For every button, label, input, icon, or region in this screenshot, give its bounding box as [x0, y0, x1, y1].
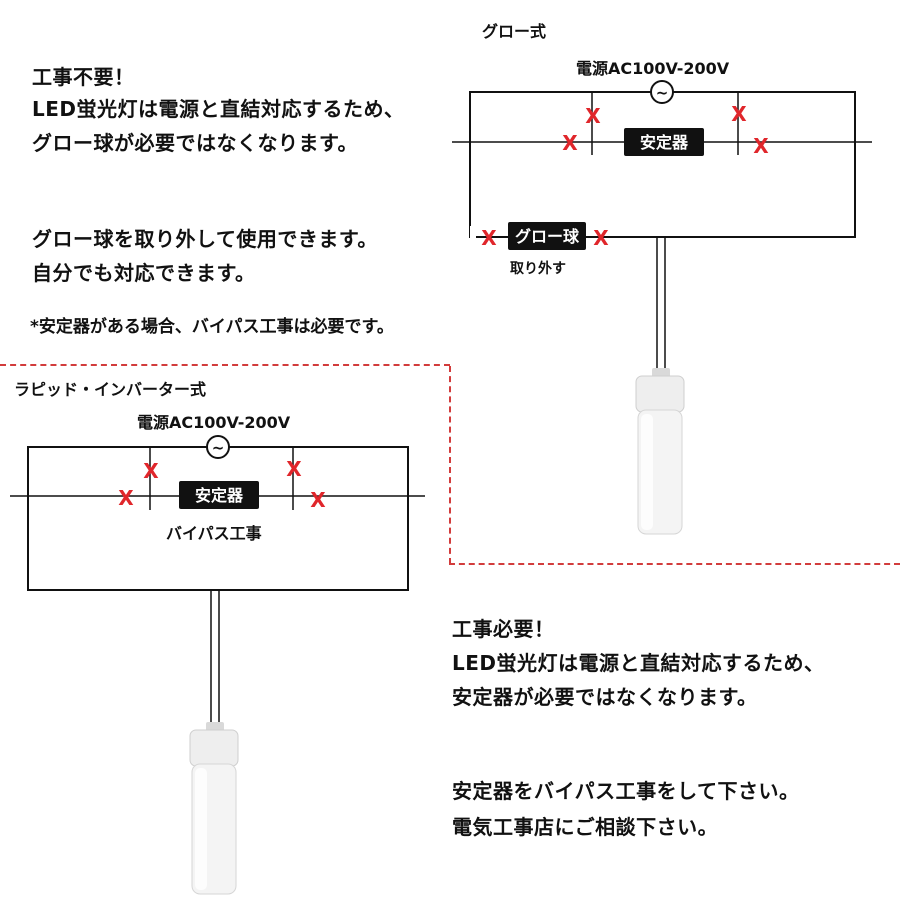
glow-ac-source-icon: [650, 80, 674, 104]
section-divider-bottom: [449, 563, 900, 565]
rapid-note-line1: 安定器をバイパス工事をして下さい。: [452, 779, 800, 803]
glow-ballast-box: [624, 128, 704, 156]
rapid-ballast-box: [179, 481, 259, 509]
glow-remove-label: 取り外す: [510, 261, 566, 277]
glow-cut-mark: X: [481, 226, 497, 250]
glow-cut-mark: X: [562, 131, 578, 155]
glow-headline: 工事不要！: [32, 65, 135, 89]
glow-cut-mark: X: [753, 134, 769, 158]
rapid-cut-mark: X: [118, 486, 134, 510]
glow-description-line2: グロー球が必要ではなくなります。: [32, 131, 358, 155]
section-divider-vertical: [449, 366, 451, 564]
rapid-circuit-frame: [27, 446, 409, 591]
glow-cut-mark: X: [731, 102, 747, 126]
glow-starter-label: グロー球: [515, 227, 580, 246]
glow-ac-symbol: ~: [656, 84, 669, 102]
rapid-led-lamp-image: [189, 722, 239, 895]
glow-cut-mark: X: [585, 104, 601, 128]
glow-footnote: *安定器がある場合、バイパス工事は必要です。: [30, 317, 394, 337]
glow-circuit-frame: [469, 91, 856, 238]
glow-description-line1: LED蛍光灯は電源と直結対応するため、: [32, 97, 405, 121]
rapid-description-line2: 安定器が必要ではなくなります。: [452, 685, 758, 709]
rapid-cut-mark: X: [143, 459, 159, 483]
rapid-bypass-label: バイパス工事: [166, 524, 262, 543]
glow-note-line1: グロー球を取り外して使用できます。: [32, 227, 378, 251]
glow-power-label: 電源AC100V-200V: [576, 59, 730, 78]
glow-ballast-label: 安定器: [640, 133, 689, 152]
section-divider-top: [0, 364, 450, 366]
glow-cut-mark: X: [593, 226, 609, 250]
rapid-ac-symbol: ~: [212, 439, 225, 457]
glow-diagram-title: グロー式: [482, 22, 547, 41]
rapid-cut-mark: X: [286, 457, 302, 481]
rapid-cut-mark: X: [310, 488, 326, 512]
rapid-note-line2: 電気工事店にご相談下さい。: [452, 815, 719, 839]
glow-starter-box: [508, 222, 586, 250]
rapid-description-line1: LED蛍光灯は電源と直結対応するため、: [452, 651, 825, 675]
rapid-power-label: 電源AC100V-200V: [137, 413, 291, 432]
rapid-ac-source-icon: [206, 435, 230, 459]
glow-note-line2: 自分でも対応できます。: [32, 261, 256, 285]
glow-led-lamp-image: [635, 368, 685, 535]
rapid-headline: 工事必要！: [452, 617, 555, 641]
rapid-diagram-title: ラピッド・インバーター式: [14, 380, 207, 399]
rapid-ballast-label: 安定器: [195, 486, 244, 505]
